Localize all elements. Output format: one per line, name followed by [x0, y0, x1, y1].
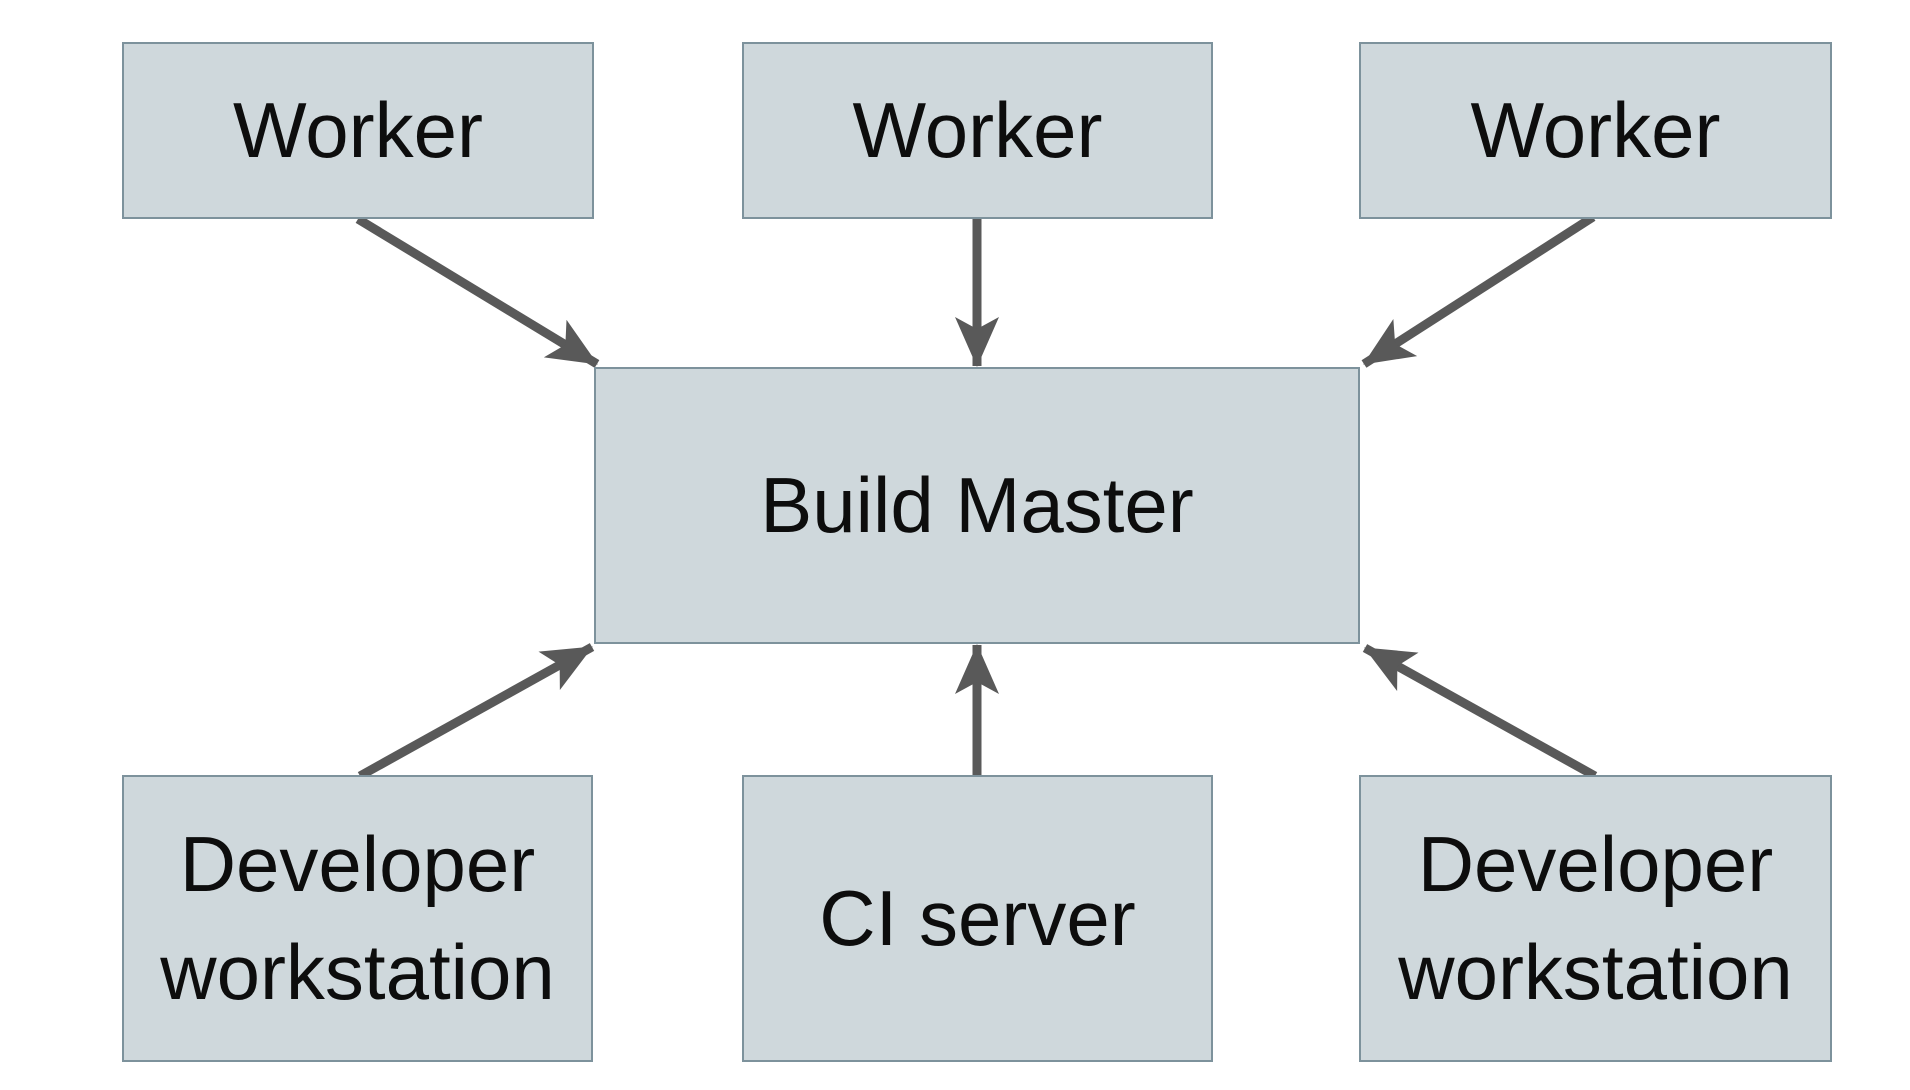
node-ci-server: CI server	[742, 775, 1213, 1062]
node-build-master: Build Master	[594, 367, 1360, 644]
node-developer-workstation-left: Developer workstation	[122, 775, 593, 1062]
node-worker-middle: Worker	[742, 42, 1213, 219]
node-developer-workstation-right: Developer workstation	[1359, 775, 1832, 1062]
node-developer-workstation-right-label: Developer workstation	[1398, 819, 1793, 1016]
arrow-dev-right-to-build-master	[1362, 644, 1598, 780]
node-worker-middle-label: Worker	[852, 85, 1103, 174]
node-developer-workstation-left-label: Developer workstation	[160, 819, 555, 1016]
node-worker-left: Worker	[122, 42, 594, 219]
arrow-worker-right-to-build-master	[1361, 213, 1596, 368]
node-worker-right: Worker	[1359, 42, 1832, 219]
arrow-worker-left-to-build-master	[355, 215, 600, 368]
node-ci-server-label: CI server	[819, 873, 1136, 962]
node-build-master-label: Build Master	[760, 460, 1194, 549]
node-worker-right-label: Worker	[1470, 85, 1721, 174]
node-worker-left-label: Worker	[233, 85, 483, 174]
arrow-dev-left-to-build-master	[357, 643, 595, 780]
